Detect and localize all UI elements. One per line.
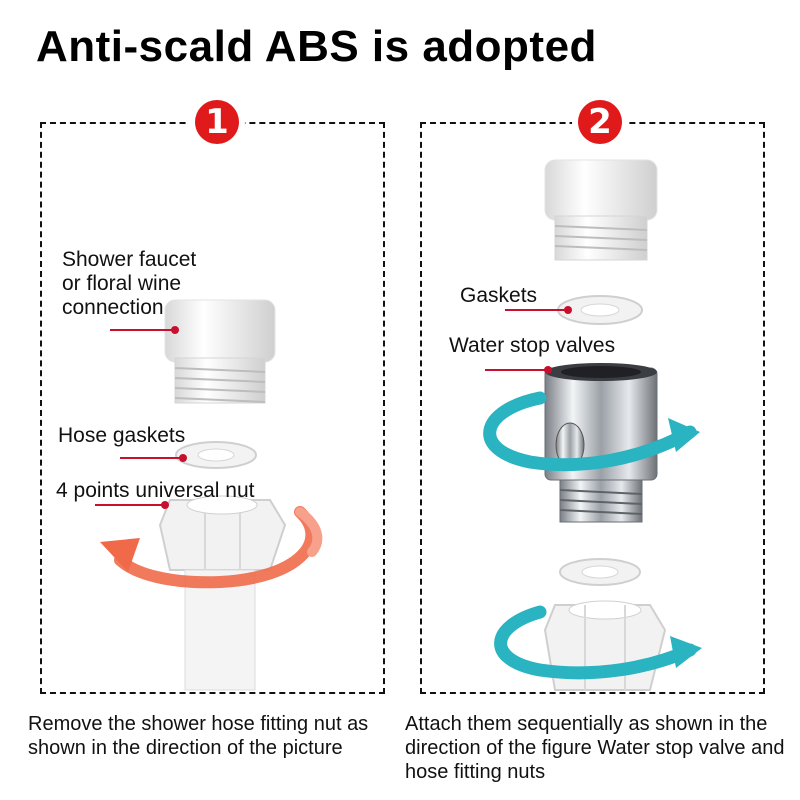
faucet-connector-icon [164,299,276,404]
attach-nut-arrow-icon [494,605,702,680]
step-1-leader-lines [95,326,187,509]
water-stop-valve-icon [544,363,658,523]
gasket-top-icon [557,295,643,325]
step-1-badge: 1 [195,100,239,144]
unscrew-arrow-icon [100,506,323,589]
step-2-caption: Attach them sequentially as shown in the… [405,713,785,783]
faucet-label-line2: or floral wine [62,272,182,295]
step-1-caption: Remove the shower hose fitting nut as sh… [28,713,369,759]
faucet-label-line3: connection [62,296,164,319]
hose-gasket-icon [175,441,257,469]
page-title: Anti-scald ABS is adopted [36,22,597,71]
gaskets-label: Gaskets [460,284,538,307]
step-2-leader-lines [485,306,572,374]
connector-top-icon [544,159,658,261]
hose-gaskets-label: Hose gaskets [58,424,186,447]
faucet-label-line1: Shower faucet [62,248,197,271]
universal-nut-label: 4 points universal nut [56,479,255,502]
step-2-badge: 2 [578,100,622,144]
gasket-bottom-icon [559,558,641,586]
attach-valve-arrow-icon [483,391,700,472]
universal-nut-icon [158,495,287,691]
water-stop-valves-label: Water stop valves [449,334,616,357]
